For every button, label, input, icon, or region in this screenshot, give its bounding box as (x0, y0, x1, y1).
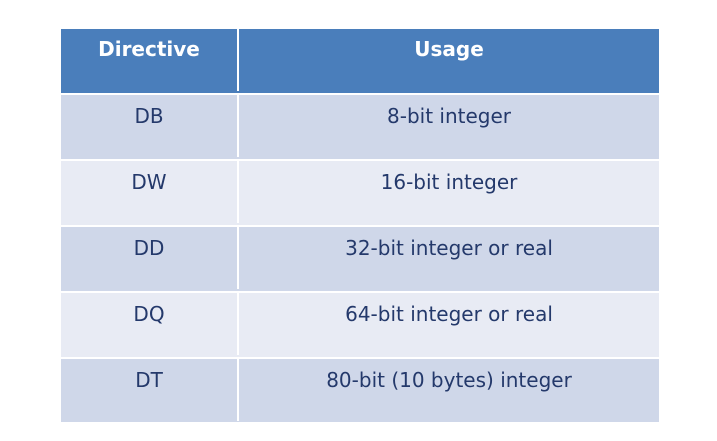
directive-cell: DD (61, 227, 239, 289)
usage-cell: 16-bit integer (380, 170, 518, 194)
directive-cell: DT (61, 359, 239, 421)
header-directive: Directive (61, 29, 239, 91)
usage-cell: 8-bit integer (387, 104, 511, 128)
directive-cell: DB (61, 95, 239, 157)
table-row: DD 32-bit integer or real (61, 227, 659, 293)
table-header-row: Directive Usage (61, 29, 659, 95)
usage-cell: 80-bit (10 bytes) integer (326, 368, 572, 392)
table-row: DW 16-bit integer (61, 161, 659, 227)
directive-cell: DW (61, 161, 239, 223)
directive-table: Directive Usage DB 8-bit integer DW 16-b… (61, 29, 659, 422)
header-usage: Usage (414, 37, 484, 61)
usage-cell: 32-bit integer or real (345, 236, 553, 260)
table-row: DQ 64-bit integer or real (61, 293, 659, 359)
table-row: DB 8-bit integer (61, 95, 659, 161)
usage-cell: 64-bit integer or real (345, 302, 553, 326)
table-row: DT 80-bit (10 bytes) integer (61, 359, 659, 422)
directive-cell: DQ (61, 293, 239, 355)
